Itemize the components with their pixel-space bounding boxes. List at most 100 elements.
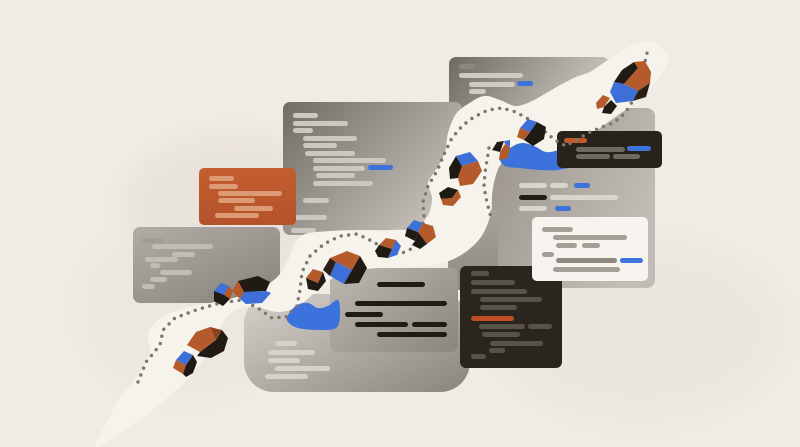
gem-7-small [492,140,510,160]
trail-dot [555,139,559,143]
gem-face [375,245,392,258]
trail-dot [299,282,303,286]
code-line [209,176,234,181]
gem-face [330,262,352,284]
code-panel-orange [199,168,296,225]
code-line [556,258,617,263]
gem-cluster-3-small [306,269,326,291]
code-line [469,89,486,94]
code-line [355,322,408,327]
trail-dot [482,176,487,180]
trail-dot [470,116,474,121]
trail-dot [263,311,268,315]
trail-dot [487,146,491,150]
code-line [218,191,282,196]
code-line [142,238,163,243]
trail-dot [326,240,330,244]
trail-dot [512,109,516,114]
gem-face [238,276,270,292]
trail-dot [476,113,481,117]
gem-face [520,119,537,132]
code-line [172,252,195,257]
gem-face [412,232,427,249]
trail-dot [284,315,288,319]
gem-cluster-1-large [187,327,228,358]
trail-dot [429,178,434,182]
code-line [553,267,620,272]
code-line [160,270,192,275]
trail-dot [486,153,490,158]
code-line [368,165,393,170]
trail-dot [483,109,487,114]
gem-face [187,327,216,352]
code-line [150,277,167,282]
gem-cluster-4-orange [412,223,436,249]
code-line [459,64,476,69]
trail-dot [629,101,634,105]
gem-10-large [610,61,651,103]
code-line [377,332,447,337]
code-line [553,235,627,240]
code-line [313,166,365,171]
gem-face [407,220,423,232]
trail-dot [483,168,488,172]
trail-dot [442,151,447,155]
trail-dot [421,206,426,211]
trail-dot [464,121,468,125]
trail-dot [339,234,343,238]
trail-dot [186,311,190,315]
trail-dot [437,165,441,169]
code-line [519,183,547,188]
gem-9-small [596,95,617,114]
gem-face [624,61,651,91]
trail-dot [299,274,304,279]
gem-face [610,82,638,103]
gem-face [330,251,360,270]
blue-wave-left [286,299,341,331]
trail-dot [144,359,149,363]
trail-dot [625,107,629,112]
code-line [303,143,337,148]
trail-dot [505,107,509,112]
code-line [313,181,373,186]
trail-dot [401,250,406,255]
trail-dot [179,313,183,318]
code-panel-orange-body [199,168,296,225]
blue-wave-right [499,142,576,171]
code-line [471,289,527,294]
gem-face [418,223,436,244]
trail-dot [319,244,324,248]
gem-face [240,291,271,304]
gem-cluster-1-small [173,351,197,377]
trail-dot [207,304,212,308]
trail-dot [229,299,234,304]
gem-face [388,240,401,258]
white-card-body [532,217,648,281]
trail-dot [162,327,166,331]
gem-face [456,152,478,166]
trail-dot [332,237,337,241]
trail-dot [308,254,312,258]
code-line [293,121,348,126]
code-line [582,243,600,248]
trail-dot [449,138,453,142]
gem-cluster-3-right [375,238,401,258]
code-line [355,301,447,306]
code-line [316,173,355,178]
gem-cluster-4-blue [405,220,423,241]
code-line [528,324,552,329]
gem-face [602,100,617,114]
trail-dot [484,161,489,165]
code-panel-black-lines [330,268,458,352]
gem-face [379,238,396,249]
trail-dot [422,214,426,218]
gem-face [441,190,461,206]
trail-dot [251,303,255,308]
code-line [542,227,573,232]
trail-dot [581,134,585,138]
gem-cluster-2-large [232,276,271,304]
code-line [519,206,547,211]
code-line [345,312,383,317]
code-line [459,73,523,78]
trail-dot [615,118,619,122]
